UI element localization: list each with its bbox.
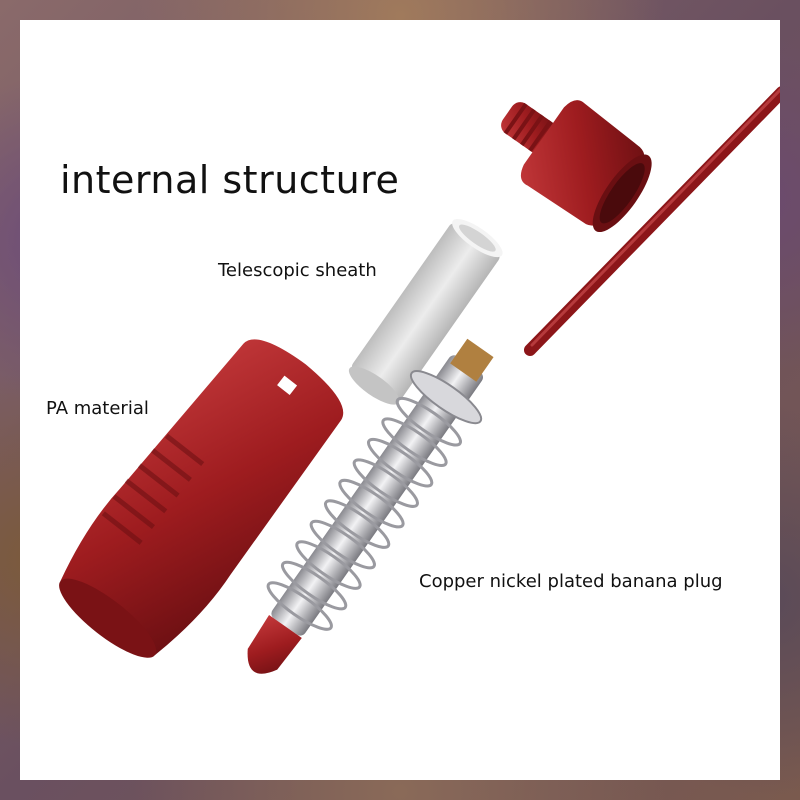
product-illustration: [59, 86, 780, 674]
pa-material-label: PA material: [46, 398, 149, 419]
pa-material-handle: [59, 339, 344, 658]
product-image-panel: internal structure Telescopic sheath PA …: [20, 20, 780, 780]
telescopic-sheath: [348, 219, 503, 405]
telescopic-sheath-label: Telescopic sheath: [218, 260, 377, 281]
top-red-cap: [501, 100, 652, 233]
banana-plug: [247, 338, 494, 674]
page-title: internal structure: [60, 158, 400, 202]
banana-plug-label: Copper nickel plated banana plug: [419, 571, 723, 592]
